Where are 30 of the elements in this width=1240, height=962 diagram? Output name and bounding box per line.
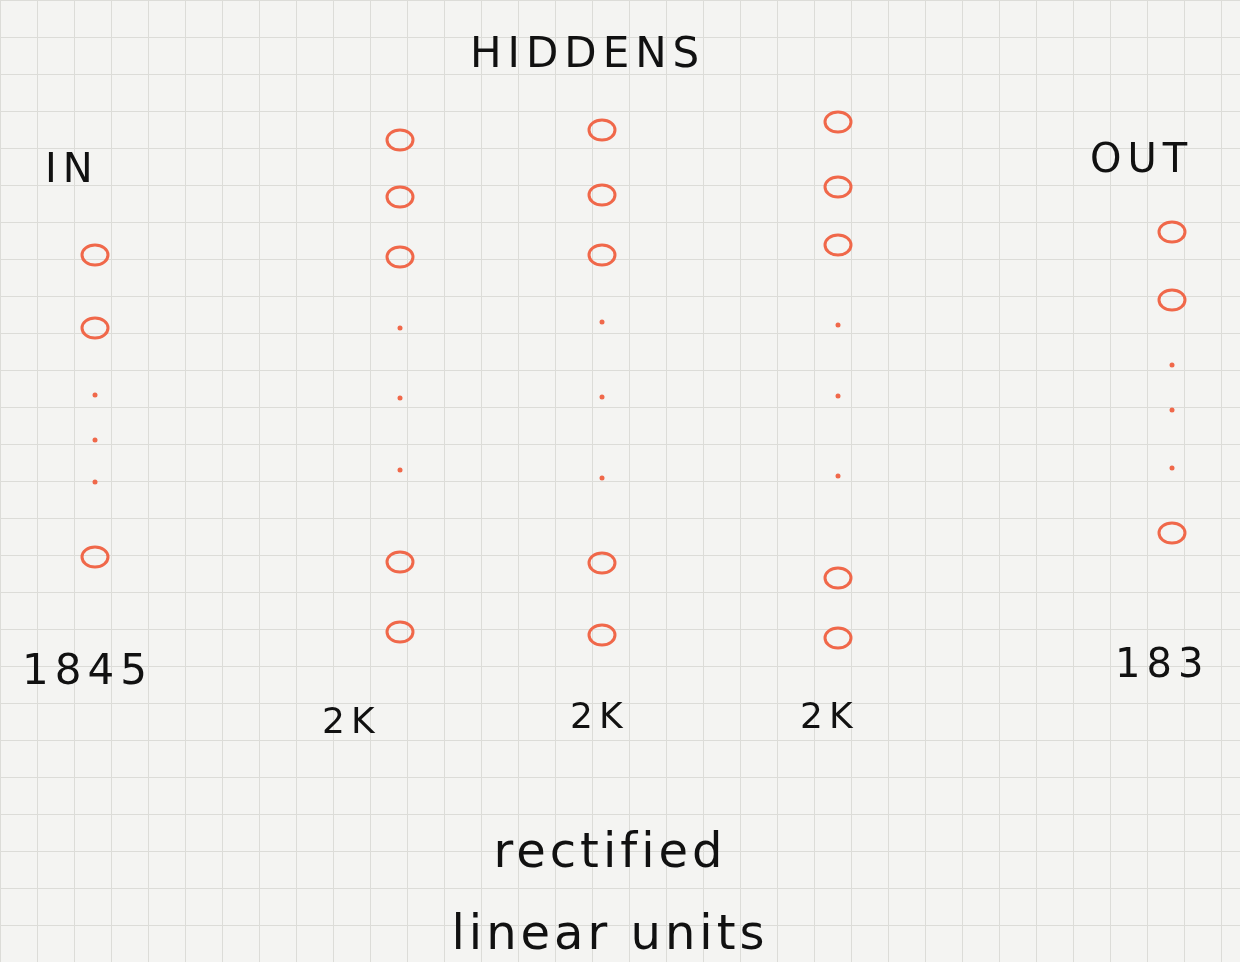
neuron-circle <box>79 544 111 570</box>
neuron-circle <box>79 315 111 341</box>
layer-heading: OUT <box>1090 135 1194 181</box>
neuron-circle <box>384 619 416 645</box>
neuron-circle <box>586 622 618 648</box>
unit-count: 2K <box>800 695 859 736</box>
neuron-circle <box>384 244 416 270</box>
unit-count: 183 <box>1115 640 1210 686</box>
neuron-circle <box>1156 287 1188 313</box>
unit-count: 2K <box>570 695 629 736</box>
neuron-circle <box>1156 520 1188 546</box>
neuron-circle <box>822 174 854 200</box>
layer-heading: HIDDENS <box>470 28 706 77</box>
activation-note: rectified linear units <box>450 821 770 962</box>
neuron-circle <box>586 550 618 576</box>
neuron-circle <box>586 182 618 208</box>
neuron-circle <box>822 109 854 135</box>
layer-heading: IN <box>45 145 99 191</box>
neuron-circle <box>1156 219 1188 245</box>
neuron-circle <box>79 242 111 268</box>
neuron-circle <box>822 565 854 591</box>
neuron-circle <box>384 127 416 153</box>
unit-count: 2K <box>322 700 381 741</box>
neuron-circle <box>822 232 854 258</box>
neuron-circle <box>586 242 618 268</box>
neuron-circle <box>586 117 618 143</box>
unit-count: 1845 <box>22 645 153 694</box>
neuron-circle <box>822 625 854 651</box>
neuron-circle <box>384 549 416 575</box>
neuron-circle <box>384 184 416 210</box>
